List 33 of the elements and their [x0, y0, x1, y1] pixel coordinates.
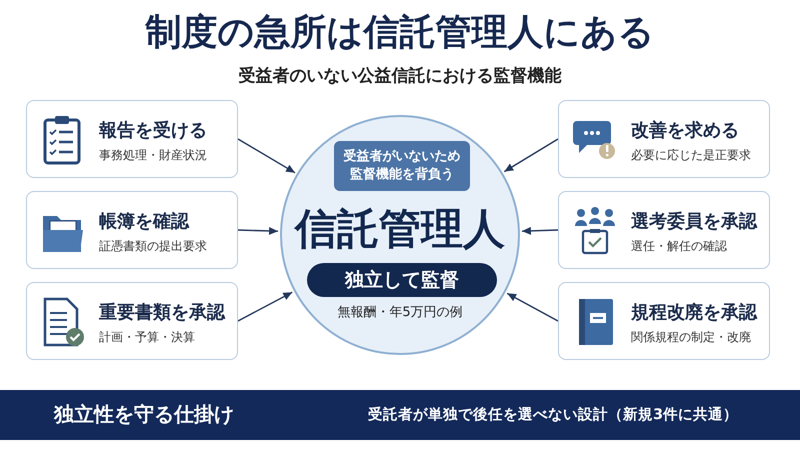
arrow	[522, 226, 558, 235]
card	[558, 282, 770, 360]
title: 制度の急所は信託管理人にある	[144, 11, 656, 55]
card-title: 改善を求める	[631, 119, 739, 142]
note-text: 無報酬・年5万円の例	[336, 304, 464, 321]
card-subtitle: 証憑書類の提出要求	[99, 238, 207, 255]
card	[26, 282, 238, 360]
banner	[0, 390, 800, 440]
card-title: 規程改廃を承認	[631, 301, 757, 324]
arrow	[238, 292, 293, 322]
card-subtitle: 選任・解任の確認	[631, 238, 727, 255]
subtitle: 受益者のいない公益信託における監督機能	[238, 65, 562, 87]
card-subtitle: 関係規程の制定・改廃	[631, 329, 751, 346]
arrow	[504, 138, 558, 172]
card-title: 選考委員を承認	[631, 210, 757, 233]
card-title: 帳簿を確認	[99, 210, 189, 233]
arrow	[506, 292, 558, 322]
card	[558, 100, 770, 178]
arrow	[238, 226, 278, 235]
card-subtitle: 必要に応じた是正要求	[631, 147, 751, 164]
card	[26, 100, 238, 178]
banner-text: 受託者が単独で後任を選べない設計（新規3件に共通）	[368, 406, 738, 424]
node-title: 信託管理人	[293, 203, 506, 255]
card-subtitle: 事務処理・財産状況	[99, 147, 207, 164]
card-subtitle: 計画・予算・決算	[99, 329, 195, 346]
pill-label: 独立して監督	[307, 263, 497, 297]
callout-box: 受益者がいないため監督機能を背負う	[334, 141, 470, 191]
card-title: 重要書類を承認	[99, 301, 225, 324]
card-title: 報告を受ける	[99, 119, 207, 142]
card	[558, 191, 770, 269]
card	[26, 191, 238, 269]
arrow	[238, 138, 296, 174]
banner-title: 独立性を守る仕掛け	[54, 401, 234, 428]
